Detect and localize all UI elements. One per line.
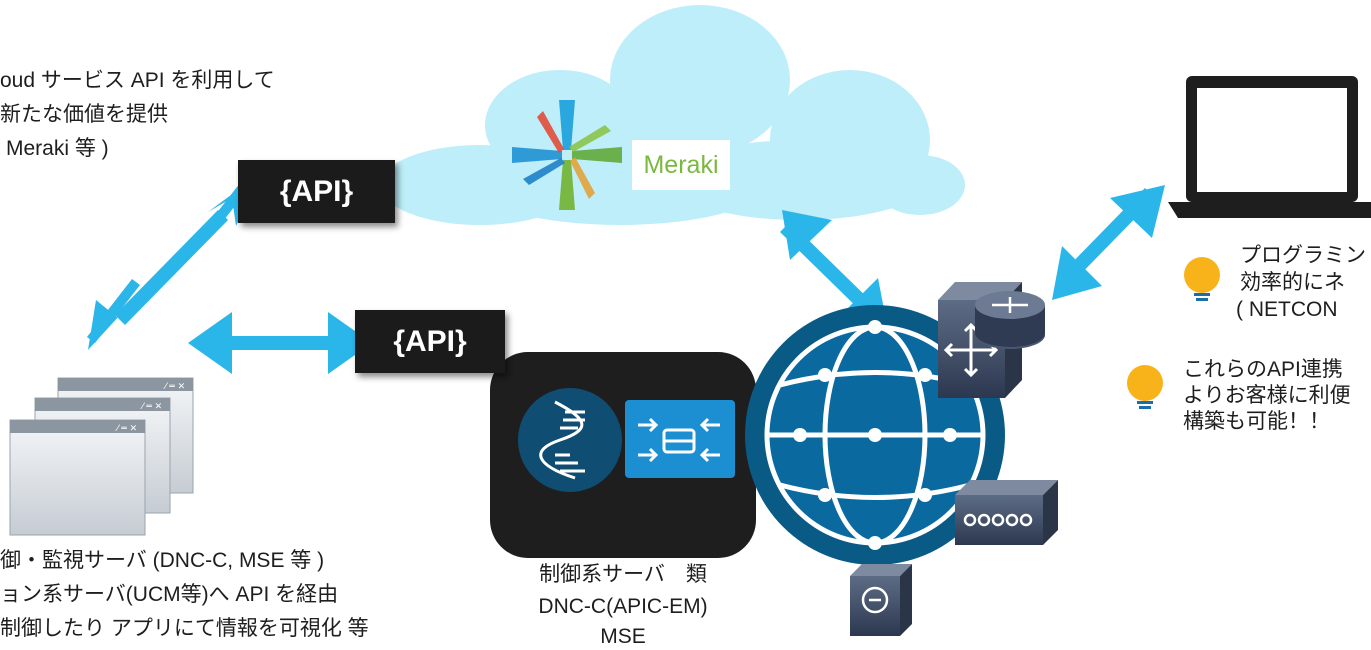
- cloud-shape: [380, 5, 965, 225]
- api-box-top: {API}: [238, 160, 395, 223]
- api-box-middle: {API}: [355, 310, 505, 373]
- caption-line: ョン系サーバ(UCM等)へ API を経由: [0, 583, 339, 606]
- control-server-block: [490, 352, 756, 558]
- svg-text:⁄ ═ ✕: ⁄ ═ ✕: [163, 382, 185, 392]
- svg-text:⁄ ═ ✕: ⁄ ═ ✕: [140, 402, 162, 412]
- caption-line: Meraki 等 ): [6, 137, 109, 160]
- note-line: これらのAPI連携: [1183, 358, 1343, 381]
- lightbulb-icon: [1127, 365, 1163, 409]
- arrow-network-to-laptop: [1052, 185, 1165, 300]
- meraki-logo-icon: [512, 100, 622, 210]
- caption-line: 制御系サーバ 類: [539, 563, 707, 586]
- router-device-icon: [975, 291, 1045, 349]
- caption-line: 新たな価値を提供: [0, 103, 168, 126]
- svg-text:⁄ ═ ✕: ⁄ ═ ✕: [115, 424, 137, 434]
- dna-icon: [539, 400, 585, 480]
- caption-line: oud サービス API を利用して: [0, 69, 275, 92]
- note-line: 効率的にネ: [1240, 271, 1345, 294]
- arrow-cloud-api-to-servers: [87, 172, 262, 350]
- caption-line: 御・監視サーバ (DNC-C, MSE 等 ): [0, 549, 325, 572]
- meraki-brand-label: Meraki: [632, 140, 730, 190]
- note-line: プログラミン: [1240, 244, 1366, 267]
- server-windows-icon: ⁄ ═ ✕ ⁄ ═ ✕ ⁄ ═ ✕: [9, 377, 194, 536]
- laptop-icon: [1168, 76, 1371, 218]
- mse-icon: [638, 417, 720, 463]
- caption-line: 制御したり アプリにて情報を可視化 等: [0, 617, 369, 640]
- note-line: 構築も可能！！: [1183, 410, 1330, 433]
- caption-line: DNC-C(APIC-EM): [538, 595, 708, 618]
- note-line: ( NETCON: [1236, 298, 1338, 321]
- access-point-device-icon: [955, 480, 1058, 545]
- caption-line: MSE: [600, 625, 646, 648]
- network-api-diagram: ⁄ ═ ✕ ⁄ ═ ✕ ⁄ ═ ✕: [9, 5, 1371, 636]
- arrow-servers-to-api: [188, 312, 372, 374]
- lightbulb-icon: [1184, 257, 1220, 301]
- firewall-device-icon: [850, 564, 912, 636]
- arrows: [87, 172, 1165, 374]
- note-line: よりお客様に利便: [1183, 384, 1351, 407]
